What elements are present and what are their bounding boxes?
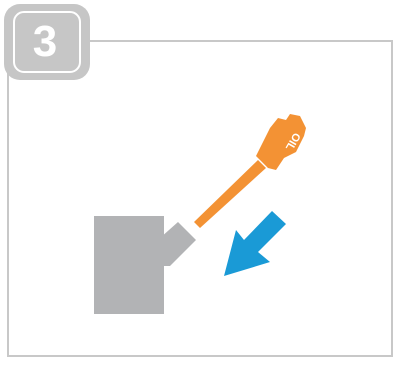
step-badge-shape — [4, 4, 90, 80]
oil-dipstick-icon: OIL — [194, 114, 306, 228]
step-number: 3 — [32, 17, 58, 66]
engine-block-icon — [94, 216, 196, 314]
step-badge: 3 — [4, 4, 90, 80]
step-frame — [7, 40, 393, 357]
insert-arrow-icon — [224, 211, 286, 276]
